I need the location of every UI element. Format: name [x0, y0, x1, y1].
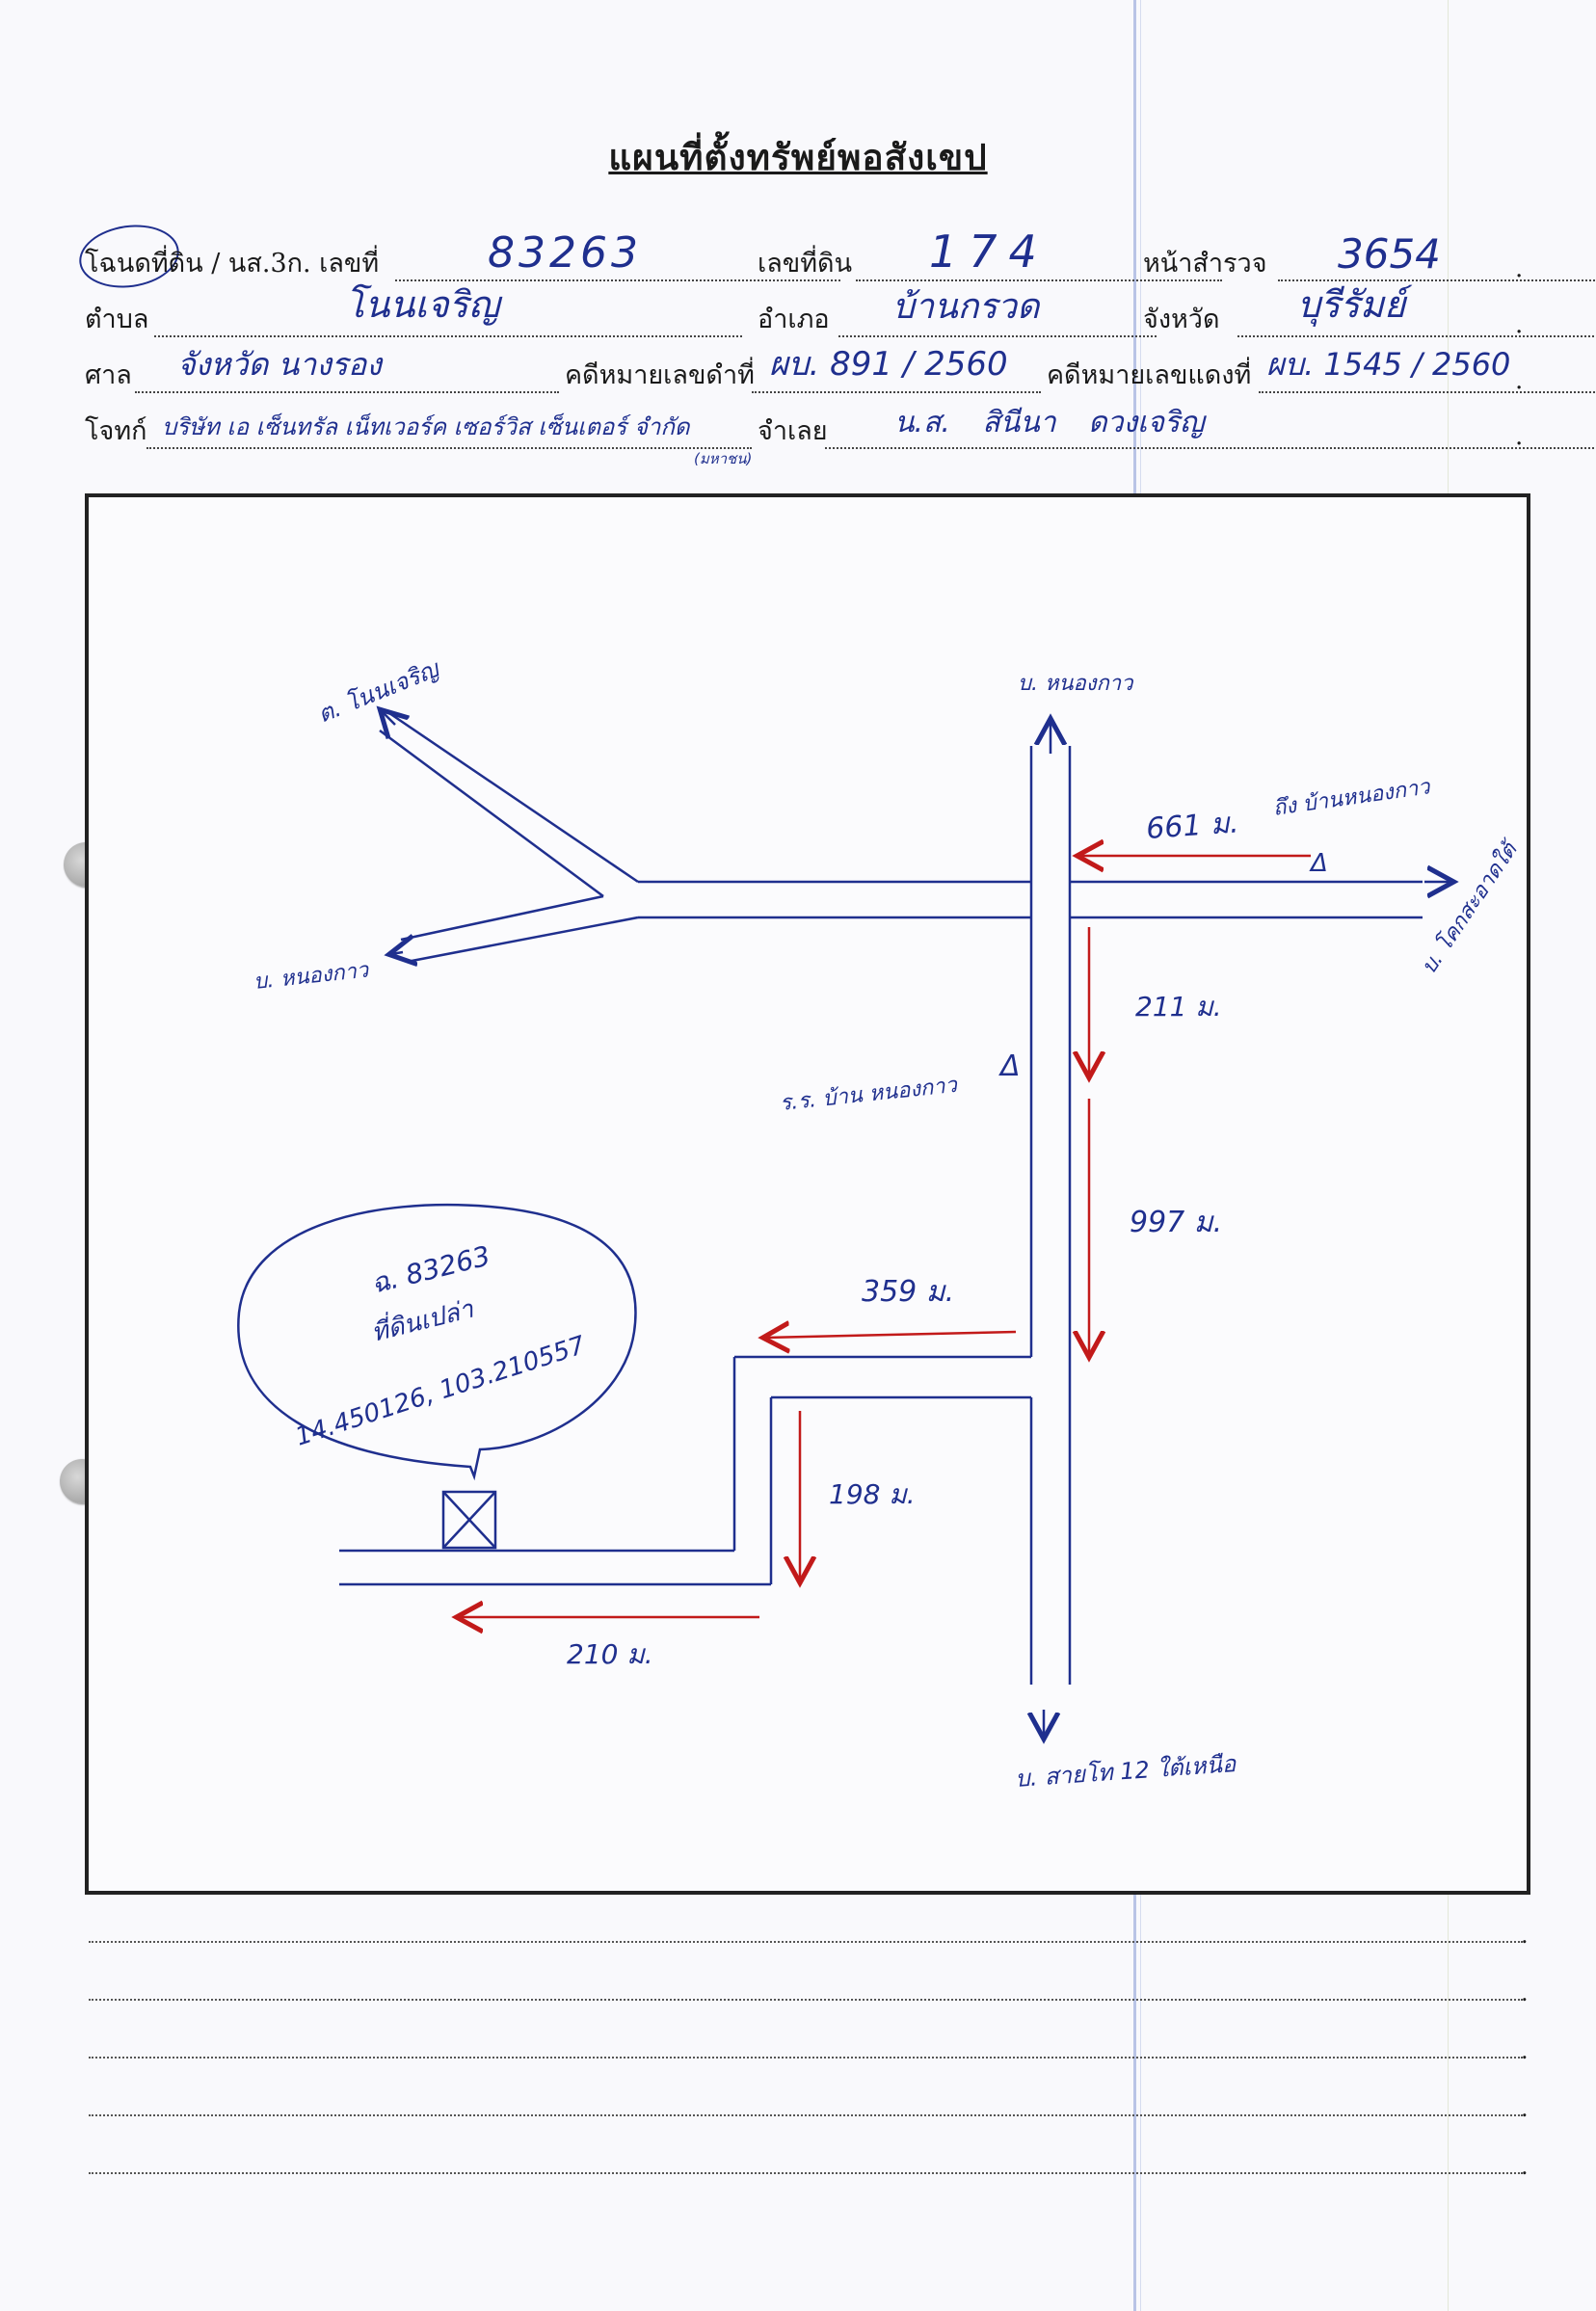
- bubble-deed: ฉ. 83263: [368, 1239, 493, 1299]
- survey-page-label: หน้าสำรวจ: [1143, 249, 1267, 279]
- note-line-1: [89, 1941, 1523, 1943]
- label-997: 997 ม.: [1130, 1206, 1222, 1239]
- label-village-left: บ. หนองกาว: [253, 958, 371, 995]
- label-210: 210 ม.: [567, 1638, 653, 1670]
- defendant-label: จำเลย: [758, 416, 828, 446]
- property-bubble: [237, 1203, 637, 1481]
- plaintiff-note: (มหาชน): [694, 450, 753, 467]
- distance-arrows: [459, 856, 1311, 1617]
- bubble-status: ที่ดินเปล่า: [367, 1290, 477, 1347]
- deed-dots: [395, 279, 840, 281]
- deed-number: 83263: [488, 228, 642, 278]
- land-number: 174: [929, 226, 1049, 278]
- court-label: ศาล: [85, 360, 132, 390]
- red-case-value: ผบ. 1545 / 2560: [1266, 346, 1511, 383]
- label-211: 211 ม.: [1135, 991, 1222, 1023]
- label-to-tambon: ต. โนนเจริญ: [314, 654, 444, 728]
- note-line-4: [89, 2114, 1523, 2116]
- province-label: จังหวัด: [1143, 305, 1220, 334]
- plaintiff-value: บริษัท เอ เซ็นทรัล เน็ทเวอร์ค เซอร์วิส เ…: [162, 413, 690, 440]
- crossroad-mark: Δ: [1309, 849, 1328, 878]
- subdistrict-label: ตำบล: [85, 305, 149, 334]
- court-dots: [135, 391, 559, 393]
- header-row-deed: โฉนดที่ดิน / นส.3ก. เลขที่ 83263 เลขที่ด…: [75, 219, 1596, 294]
- province-value: บุรีรัมย์: [1297, 283, 1406, 326]
- header-row-parties: โจทก์ บริษัท เอ เซ็นทรัล เน็ทเวอร์ค เซอร…: [85, 406, 1596, 467]
- plaintiff-dots: [146, 447, 752, 449]
- label-right-village: บ. โคกสะอาดใต้: [1416, 836, 1524, 979]
- note-line-2: [89, 1999, 1523, 2001]
- black-case-dots: [752, 391, 1041, 393]
- plaintiff-label: โจทก์: [85, 416, 147, 446]
- label-661: 661 ม.: [1145, 806, 1239, 846]
- red-case-dots: [1259, 391, 1596, 393]
- land-no-dots: [856, 279, 1222, 281]
- land-no-label: เลขที่ดิน: [758, 249, 853, 279]
- arrow-southwest: [391, 952, 403, 954]
- label-359: 359 ม.: [862, 1275, 954, 1309]
- note-line-3: [89, 2057, 1523, 2059]
- province-dots: [1237, 335, 1596, 337]
- header-row-case: ศาล จังหวัด นางรอง คดีหมายเลขดำที่ ผบ. 8…: [85, 345, 1596, 399]
- road-network: [339, 711, 1451, 1737]
- survey-page-number: 3654: [1338, 230, 1441, 278]
- document-title: แผนที่ตั้งทรัพย์พอสังเขป: [608, 136, 988, 178]
- court-value: จังหวัด นางรอง: [177, 346, 382, 383]
- note-line-5: [89, 2172, 1523, 2174]
- district-dots: [838, 335, 1157, 337]
- survey-page-dots: [1278, 279, 1596, 281]
- black-case-value: ผบ. 891 / 2560: [769, 345, 1008, 384]
- fork-north-outer: [388, 711, 639, 884]
- district-label: อำเภอ: [758, 305, 830, 334]
- deed-label: โฉนดที่ดิน / นส.3ก. เลขที่: [85, 249, 380, 279]
- label-to-south: บ. สายโท 12 ใต้เหนือ: [1014, 1750, 1237, 1793]
- location-map: ฉ. 83263 ที่ดินเปล่า 14.450126, 103.2105…: [237, 654, 1525, 1793]
- subdistrict-value: โนนเจริญ: [345, 283, 500, 326]
- property-marker-icon: [441, 1490, 497, 1550]
- fork-north-inner: [379, 729, 604, 898]
- label-village-top: บ. หนองกาว: [1018, 672, 1134, 696]
- district-value: บ้านกรวด: [892, 287, 1040, 327]
- defendant-dots: [825, 447, 1596, 449]
- arrow-northwest: [382, 711, 395, 725]
- defendant-value: น.ส. สินีนา ดวงเจริญ: [894, 406, 1205, 439]
- school-mark: Δ: [998, 1049, 1021, 1083]
- fork-south-inner: [400, 894, 604, 942]
- black-case-label: คดีหมายเลขดำที่: [565, 360, 755, 390]
- label-school: ร.ร. บ้าน หนองกาว: [779, 1074, 960, 1116]
- red-case-label: คดีหมายเลขแดงที่: [1047, 360, 1252, 390]
- subdistrict-dots: [154, 335, 742, 337]
- header-row-location: ตำบล โนนเจริญ อำเภอ บ้านกรวด จังหวัด บุร…: [85, 283, 1596, 343]
- fork-south-outer: [406, 916, 639, 964]
- label-198: 198 ม.: [829, 1478, 916, 1510]
- label-crossroad-note: ถึง บ้านหนองกาว: [1271, 775, 1432, 821]
- map-frame: [85, 493, 1530, 1895]
